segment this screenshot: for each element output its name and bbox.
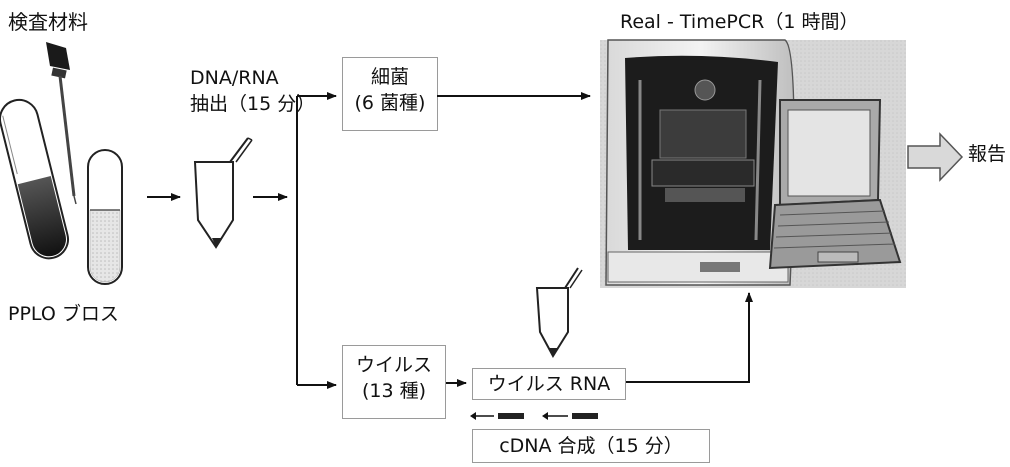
microtube-icon <box>195 138 252 247</box>
arrow-rna-to-pcr <box>626 293 749 382</box>
broth-tube-icon <box>88 150 122 284</box>
rna-microtube-icon <box>537 268 582 356</box>
reverse-transcription-arrows <box>470 412 598 420</box>
realtime-pcr-photo <box>600 40 906 288</box>
report-arrow-icon <box>908 134 962 180</box>
blood-tube-icon <box>0 96 72 262</box>
